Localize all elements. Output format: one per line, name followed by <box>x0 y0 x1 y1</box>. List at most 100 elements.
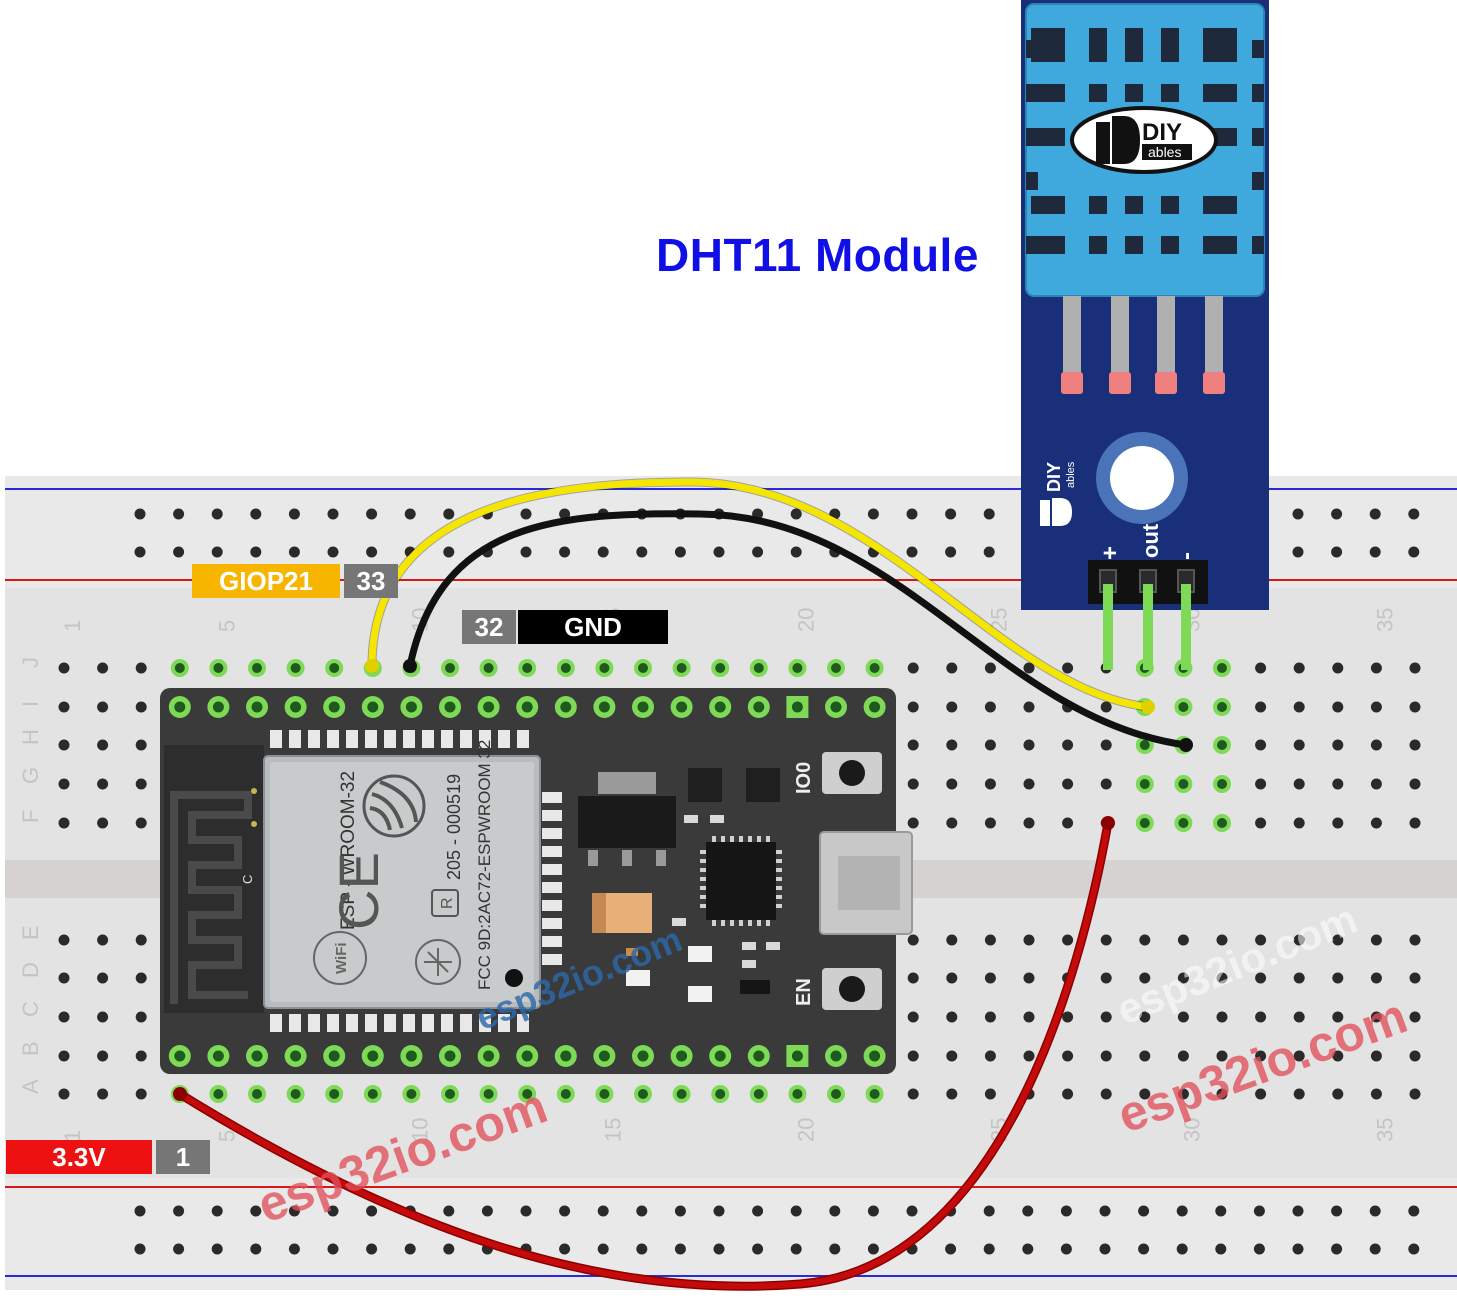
breadboard-hole <box>58 934 70 946</box>
vent-slot <box>1161 28 1179 62</box>
breadboard-hole <box>1100 934 1112 946</box>
breadboard-hole <box>1409 1088 1421 1100</box>
module-pads <box>270 730 529 1032</box>
bottom-power-rail <box>5 1178 1457 1290</box>
led-3 <box>626 970 650 986</box>
breadboard-hole <box>1177 1088 1189 1100</box>
rail-hole <box>829 1205 841 1217</box>
module-pad <box>289 730 301 748</box>
rail-hole <box>288 1243 300 1255</box>
vent-slot <box>1089 236 1107 254</box>
module-side-pads <box>542 792 562 965</box>
module-pad <box>384 1014 396 1032</box>
breadboard-hole <box>984 1088 996 1100</box>
column-number: 10 <box>407 1118 432 1142</box>
rail-hole <box>906 546 918 558</box>
breadboard-hole <box>97 1088 109 1100</box>
module-text-group: ESP - WROOM-32 <box>338 771 359 930</box>
rail-hole <box>443 1205 455 1217</box>
rail-hole <box>211 1243 223 1255</box>
breadboard-hole <box>1255 662 1267 674</box>
column-number: 20 <box>793 1118 818 1142</box>
rail-hole <box>1022 1243 1034 1255</box>
breadboard-hole <box>984 934 996 946</box>
rail-hole <box>173 1243 185 1255</box>
rail-hole <box>1099 1205 1111 1217</box>
rail-hole <box>597 1205 609 1217</box>
breadboard-hole <box>1332 1011 1344 1023</box>
data-wire-core[interactable] <box>368 478 1152 711</box>
pin-minus-label-group: - <box>1173 552 1200 560</box>
breadboard-hole <box>946 701 958 713</box>
sensor-leg-pad <box>1203 372 1225 394</box>
usb-uart-chip <box>706 842 776 920</box>
rail-hole <box>1331 1205 1343 1217</box>
rail-hole <box>636 546 648 558</box>
rail-hole <box>1060 1243 1072 1255</box>
rail-hole <box>520 508 532 520</box>
pin-out-label: out <box>1138 523 1163 558</box>
rail-hole <box>1331 1243 1343 1255</box>
power-wire-core[interactable] <box>177 820 1111 1290</box>
rail-hole <box>211 546 223 558</box>
breadboard-hole <box>1139 1088 1151 1100</box>
column-number: 20 <box>793 608 818 632</box>
row-letter: C <box>18 1001 43 1017</box>
io0-button[interactable] <box>822 752 882 794</box>
rail-hole <box>790 546 802 558</box>
rail-hole <box>173 1205 185 1217</box>
breadboard-hole <box>1293 972 1305 984</box>
cert-number: 205 - 000519 <box>444 774 464 880</box>
rail-hole <box>366 1243 378 1255</box>
module-pad <box>517 1014 529 1032</box>
rail-hole <box>867 1243 879 1255</box>
rail-hole <box>752 546 764 558</box>
breadboard-hole <box>1177 934 1189 946</box>
breadboard-hole <box>1293 1088 1305 1100</box>
breadboard-hole <box>984 662 996 674</box>
breadboard-hole <box>907 778 919 790</box>
rail-hole <box>1215 1205 1227 1217</box>
antenna-trace <box>170 791 252 1004</box>
module-pad <box>308 730 320 748</box>
breadboard-hole <box>1062 739 1074 751</box>
breadboard-hole <box>1332 934 1344 946</box>
wifi-badge: WiFi <box>313 931 367 985</box>
esp32-board: C ESP - WROOM-32 205 - 000519 FCC 9D:2AC… <box>160 688 913 1074</box>
breadboard-hole <box>1216 1088 1228 1100</box>
breadboard-hole <box>946 1011 958 1023</box>
breadboard-hole <box>135 1088 147 1100</box>
ground-wire[interactable] <box>406 510 1190 749</box>
breadboard-hole <box>1139 972 1151 984</box>
espressif-logo <box>362 774 426 838</box>
breadboard-hole <box>946 778 958 790</box>
breadboard-hole <box>1370 934 1382 946</box>
rail-hole <box>250 1243 262 1255</box>
logo-diy: DIY <box>1142 119 1182 146</box>
vent-slot <box>1203 84 1237 102</box>
module-pad <box>441 1014 453 1032</box>
breadboard-hole <box>1023 701 1035 713</box>
rail-hole <box>1331 508 1343 520</box>
breadboard-hole <box>1100 739 1112 751</box>
en-button[interactable] <box>822 968 882 1010</box>
esp32-header-pins <box>168 696 886 1067</box>
rail-hole <box>597 546 609 558</box>
breadboard-hole <box>135 1011 147 1023</box>
led-2 <box>688 986 712 1002</box>
module-title: DHT11 Module <box>656 229 979 281</box>
breadboard-hole <box>1255 739 1267 751</box>
breadboard-hole <box>1409 817 1421 829</box>
breadboard-hole <box>1255 972 1267 984</box>
vent-slot <box>1031 128 1065 146</box>
rail-hole <box>713 546 725 558</box>
breadboard-hole <box>907 934 919 946</box>
sensor-leg <box>1063 296 1081 380</box>
breadboard-hole <box>1062 778 1074 790</box>
module-pad <box>327 1014 339 1032</box>
rail-hole <box>173 546 185 558</box>
breadboard-hole <box>984 778 996 790</box>
rail-hole <box>1408 508 1420 520</box>
transistor-2 <box>746 768 780 802</box>
rail-hole <box>327 546 339 558</box>
